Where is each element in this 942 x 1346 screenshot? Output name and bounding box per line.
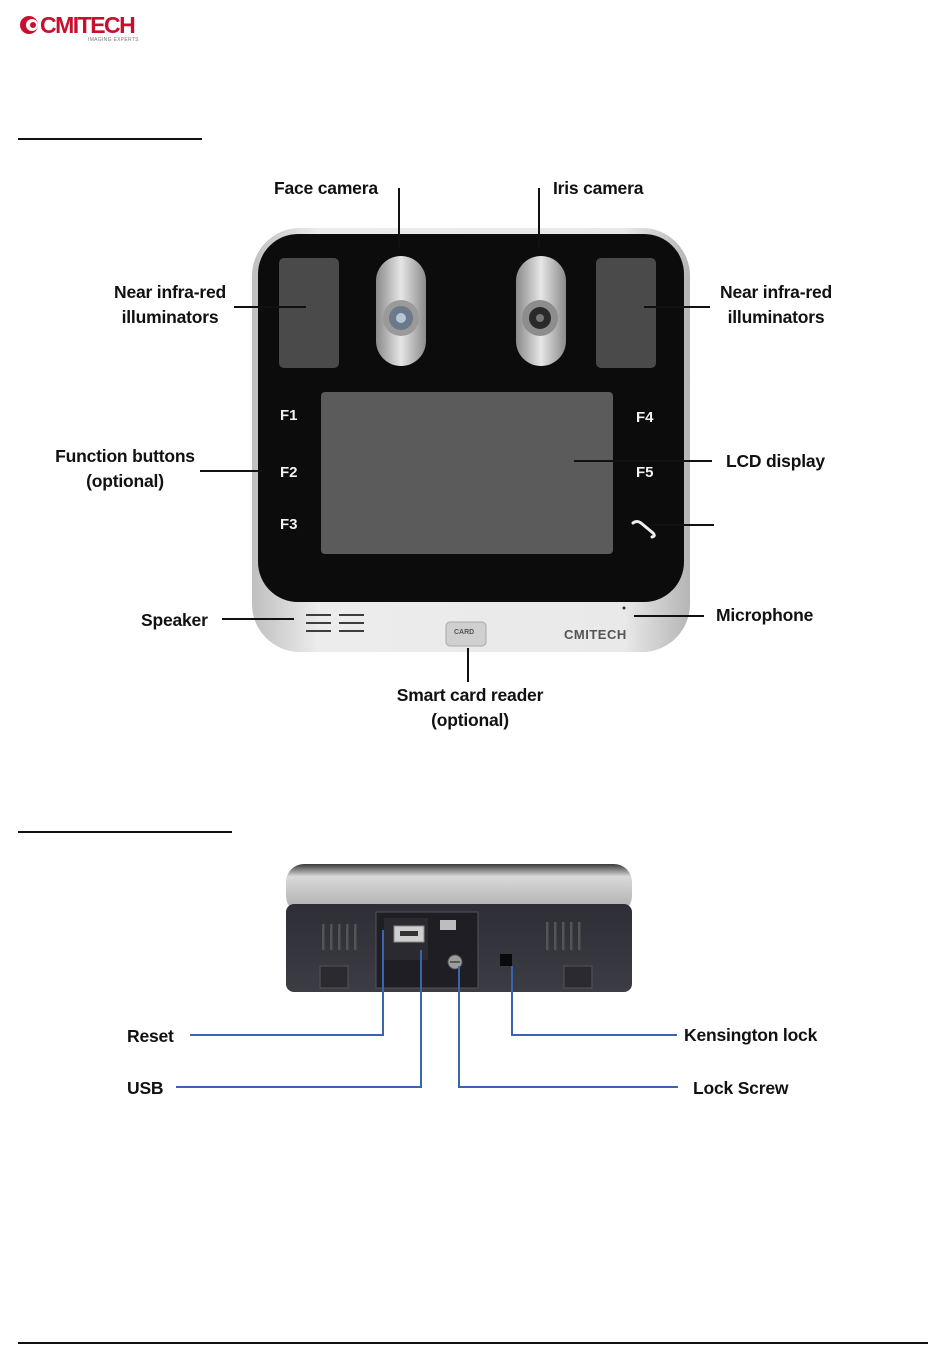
callout-usb-v (420, 950, 422, 1088)
callout-lock-screw-h (458, 1086, 678, 1088)
label-kensington-lock: Kensington lock (684, 1023, 817, 1048)
callout-kensington-h (511, 1034, 677, 1036)
callout-reset-v (382, 930, 384, 1036)
callout-kensington-v (511, 966, 513, 1036)
label-usb: USB (127, 1076, 163, 1101)
callout-lock-screw-v (458, 966, 460, 1088)
label-reset: Reset (127, 1024, 174, 1049)
footer-rule (18, 1342, 928, 1344)
callout-usb-h (176, 1086, 422, 1088)
callout-reset-h (190, 1034, 384, 1036)
label-lock-screw: Lock Screw (693, 1076, 788, 1101)
